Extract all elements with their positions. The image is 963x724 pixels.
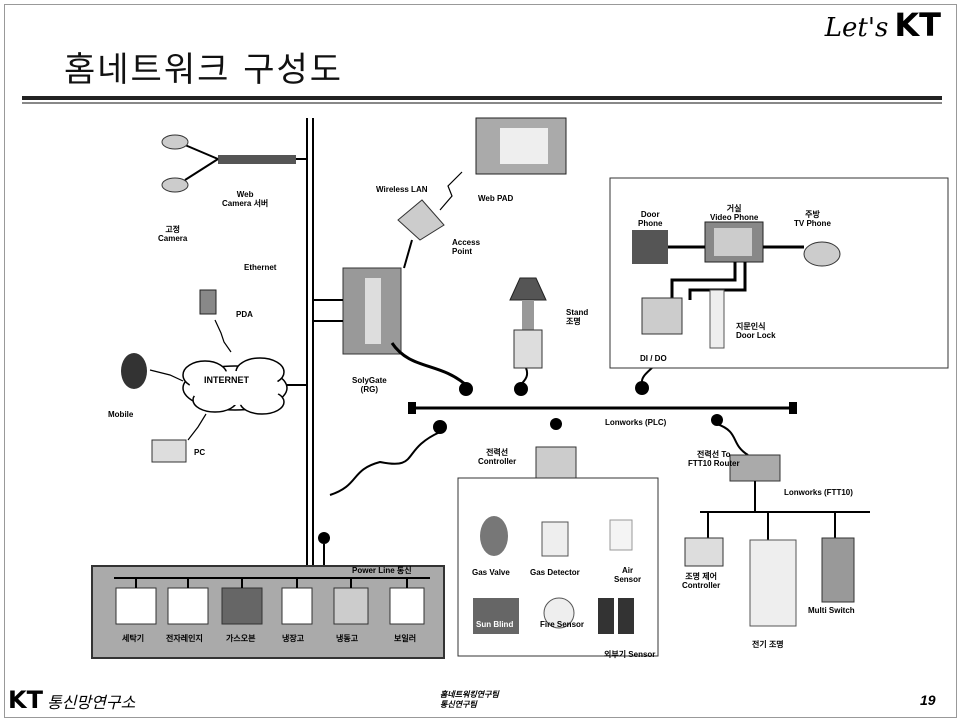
label-gas-detector: Gas Detector xyxy=(530,568,580,577)
page-number: 19 xyxy=(920,692,936,708)
label-appliance-2: 전자레인지 xyxy=(166,634,203,643)
label-solygate: SolyGate(RG) xyxy=(352,376,387,394)
light-fixture-icon xyxy=(749,539,797,627)
footer-center-line1: 홈네트워킹연구팀 xyxy=(440,690,499,699)
footer-kt-logo: KT xyxy=(8,686,43,714)
ap-link xyxy=(403,239,413,269)
pc-wireless xyxy=(187,413,207,441)
light-controller-icon xyxy=(684,537,724,567)
di-do-icon xyxy=(641,297,683,335)
camera-icon-2 xyxy=(161,177,189,193)
label-fire-sensor: Fire Sensor xyxy=(540,620,585,629)
label-internet: INTERNET xyxy=(204,375,249,385)
gas-detector-icon xyxy=(541,521,569,557)
access-point-icon xyxy=(397,199,445,241)
camera-icon-1 xyxy=(161,134,189,150)
label-ethernet: Ethernet xyxy=(244,263,277,272)
label-sun-blind: Sun Blind xyxy=(476,620,514,629)
ftt10-router-icon xyxy=(729,454,781,482)
pda-icon xyxy=(199,289,217,315)
label-lonworks-ftt: Lonworks (FTT10) xyxy=(784,488,853,497)
label-pc: PC xyxy=(194,448,206,457)
door-phone-icon xyxy=(632,230,668,264)
title-rule-shadow xyxy=(22,102,942,104)
mobile-wireless xyxy=(149,369,184,382)
door-lock-icon xyxy=(709,289,725,349)
label-gas-valve: Gas Valve xyxy=(472,568,510,577)
powerline-cable xyxy=(329,431,441,496)
label-appliance-3: 가스오븐 xyxy=(226,634,256,643)
solygate-plc-cable xyxy=(390,342,467,387)
camera-link-2 xyxy=(184,158,219,181)
pc-icon xyxy=(151,439,187,463)
outdoor-sensor-icon xyxy=(598,598,614,634)
camera-link-1 xyxy=(184,144,219,160)
title-rule xyxy=(22,96,942,100)
label-light-fixture: 전기 조명 xyxy=(752,640,784,649)
router-plc-cable xyxy=(716,423,749,456)
door-group-frame xyxy=(609,177,949,369)
label-mobile: Mobile xyxy=(108,410,134,419)
fire-sensor-icon xyxy=(543,597,575,629)
footer-org: 통신망연구소 xyxy=(46,695,136,712)
label-web-pad: Web PAD xyxy=(478,194,514,203)
footer-center-line2: 통신연구팀 xyxy=(440,700,477,709)
footer-center: 홈네트워킹연구팀 통신연구팀 xyxy=(440,690,499,710)
label-appliance-4: 냉장고 xyxy=(282,634,305,643)
label-lonworks-plc: Lonworks (PLC) xyxy=(605,418,667,427)
wireless-lan-link xyxy=(439,171,463,211)
appliance-icons xyxy=(115,587,425,625)
mobile-user-icon xyxy=(121,353,147,389)
label-di-do: DI / DO xyxy=(640,354,667,363)
label-wireless-lan: Wireless LAN xyxy=(376,185,428,194)
logo-slogan: Let's xyxy=(824,13,889,43)
label-appliance-6: 보일러 xyxy=(394,634,417,643)
plc-taps xyxy=(318,381,723,544)
label-appliance-5: 냉동고 xyxy=(336,634,359,643)
pda-wireless xyxy=(214,319,232,353)
multi-switch-icon xyxy=(821,537,855,603)
tv-phone-icon xyxy=(803,241,841,267)
label-pda: PDA xyxy=(236,310,253,319)
label-multi-switch: Multi Switch xyxy=(808,606,855,615)
lamp-plc-cable xyxy=(520,367,529,386)
controller-icon xyxy=(535,446,577,480)
sun-blind-icon xyxy=(473,598,519,634)
gas-valve-icon xyxy=(480,516,508,556)
label-appliance-1: 세탁기 xyxy=(122,634,145,643)
slide-title: 홈네트워크 구성도 xyxy=(64,50,344,90)
slide-frame xyxy=(4,4,957,718)
label-sensor-group: 외부기 Sensor xyxy=(604,650,656,659)
camera-server-device xyxy=(218,155,296,164)
stand-lamp-icon xyxy=(509,277,547,301)
label-power-line: Power Line 통신 xyxy=(352,566,412,575)
logo-brand: KT xyxy=(894,6,941,44)
air-sensor-icon xyxy=(609,519,633,551)
